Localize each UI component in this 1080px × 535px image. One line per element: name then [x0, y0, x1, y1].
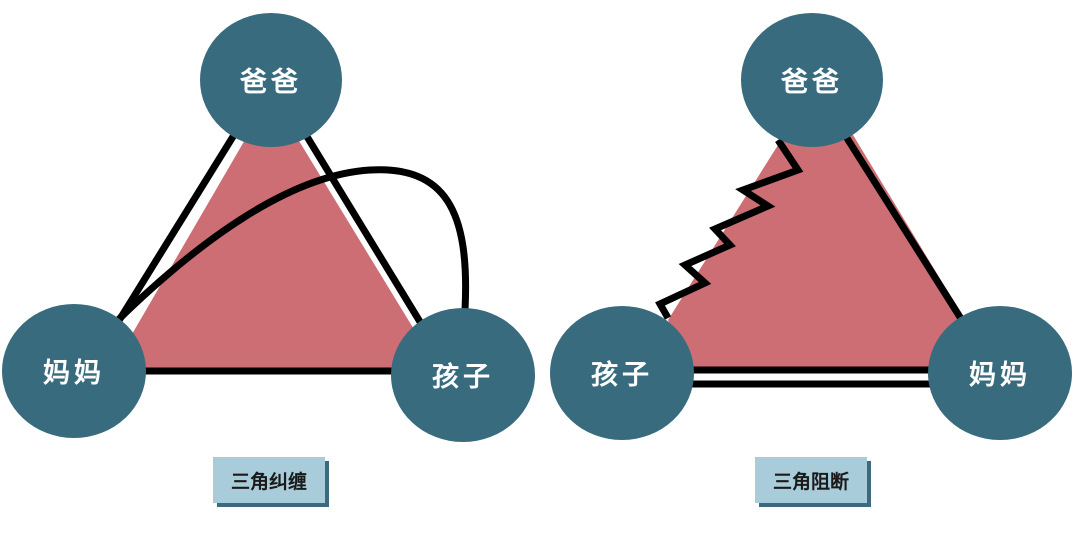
node-mom-label: 妈妈 — [969, 360, 1031, 391]
edge-dad-child — [303, 133, 428, 332]
entanglement-triangle — [110, 95, 440, 372]
node-dad — [741, 13, 883, 147]
node-dad — [200, 13, 342, 147]
node-mom — [928, 306, 1072, 440]
zigzag-edge-child-dad — [655, 138, 804, 320]
node-dad-label: 爸爸 — [780, 67, 843, 98]
edge-dad-mom — [842, 133, 968, 327]
node-child-label: 孩子 — [591, 359, 653, 391]
blocking-triangle — [668, 110, 965, 372]
node-mom-label: 妈妈 — [43, 358, 105, 389]
node-dad-label: 爸爸 — [239, 67, 302, 98]
blocking-diagram: 爸爸 孩子 妈妈 — [550, 13, 1072, 440]
node-child — [391, 308, 535, 442]
caption-blocking: 三角阻断 — [755, 457, 867, 503]
edge-dad-mom — [107, 133, 237, 337]
node-child — [550, 306, 694, 440]
node-child-label: 孩子 — [432, 361, 494, 393]
entanglement-diagram: 爸爸 妈妈 孩子 — [2, 13, 535, 442]
caption-entanglement: 三角纠缠 — [213, 457, 325, 503]
entangling-curve — [115, 166, 470, 323]
node-mom — [2, 304, 146, 438]
